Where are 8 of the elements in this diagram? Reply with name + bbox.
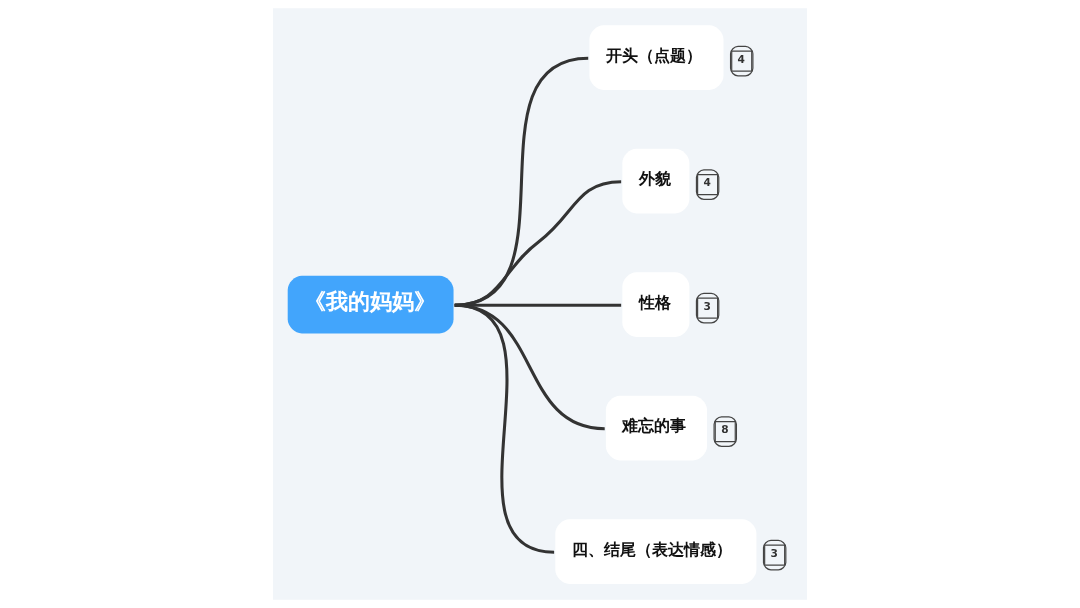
node-label: 4 bbox=[703, 176, 711, 189]
node-label: 3 bbox=[703, 299, 711, 312]
connector bbox=[454, 303, 555, 554]
node-label: 8 bbox=[721, 423, 729, 436]
connector bbox=[454, 180, 622, 307]
node-label: 4 bbox=[737, 52, 745, 65]
node-box: 《我的妈妈》 bbox=[287, 275, 454, 334]
node-label: 3 bbox=[770, 546, 778, 559]
